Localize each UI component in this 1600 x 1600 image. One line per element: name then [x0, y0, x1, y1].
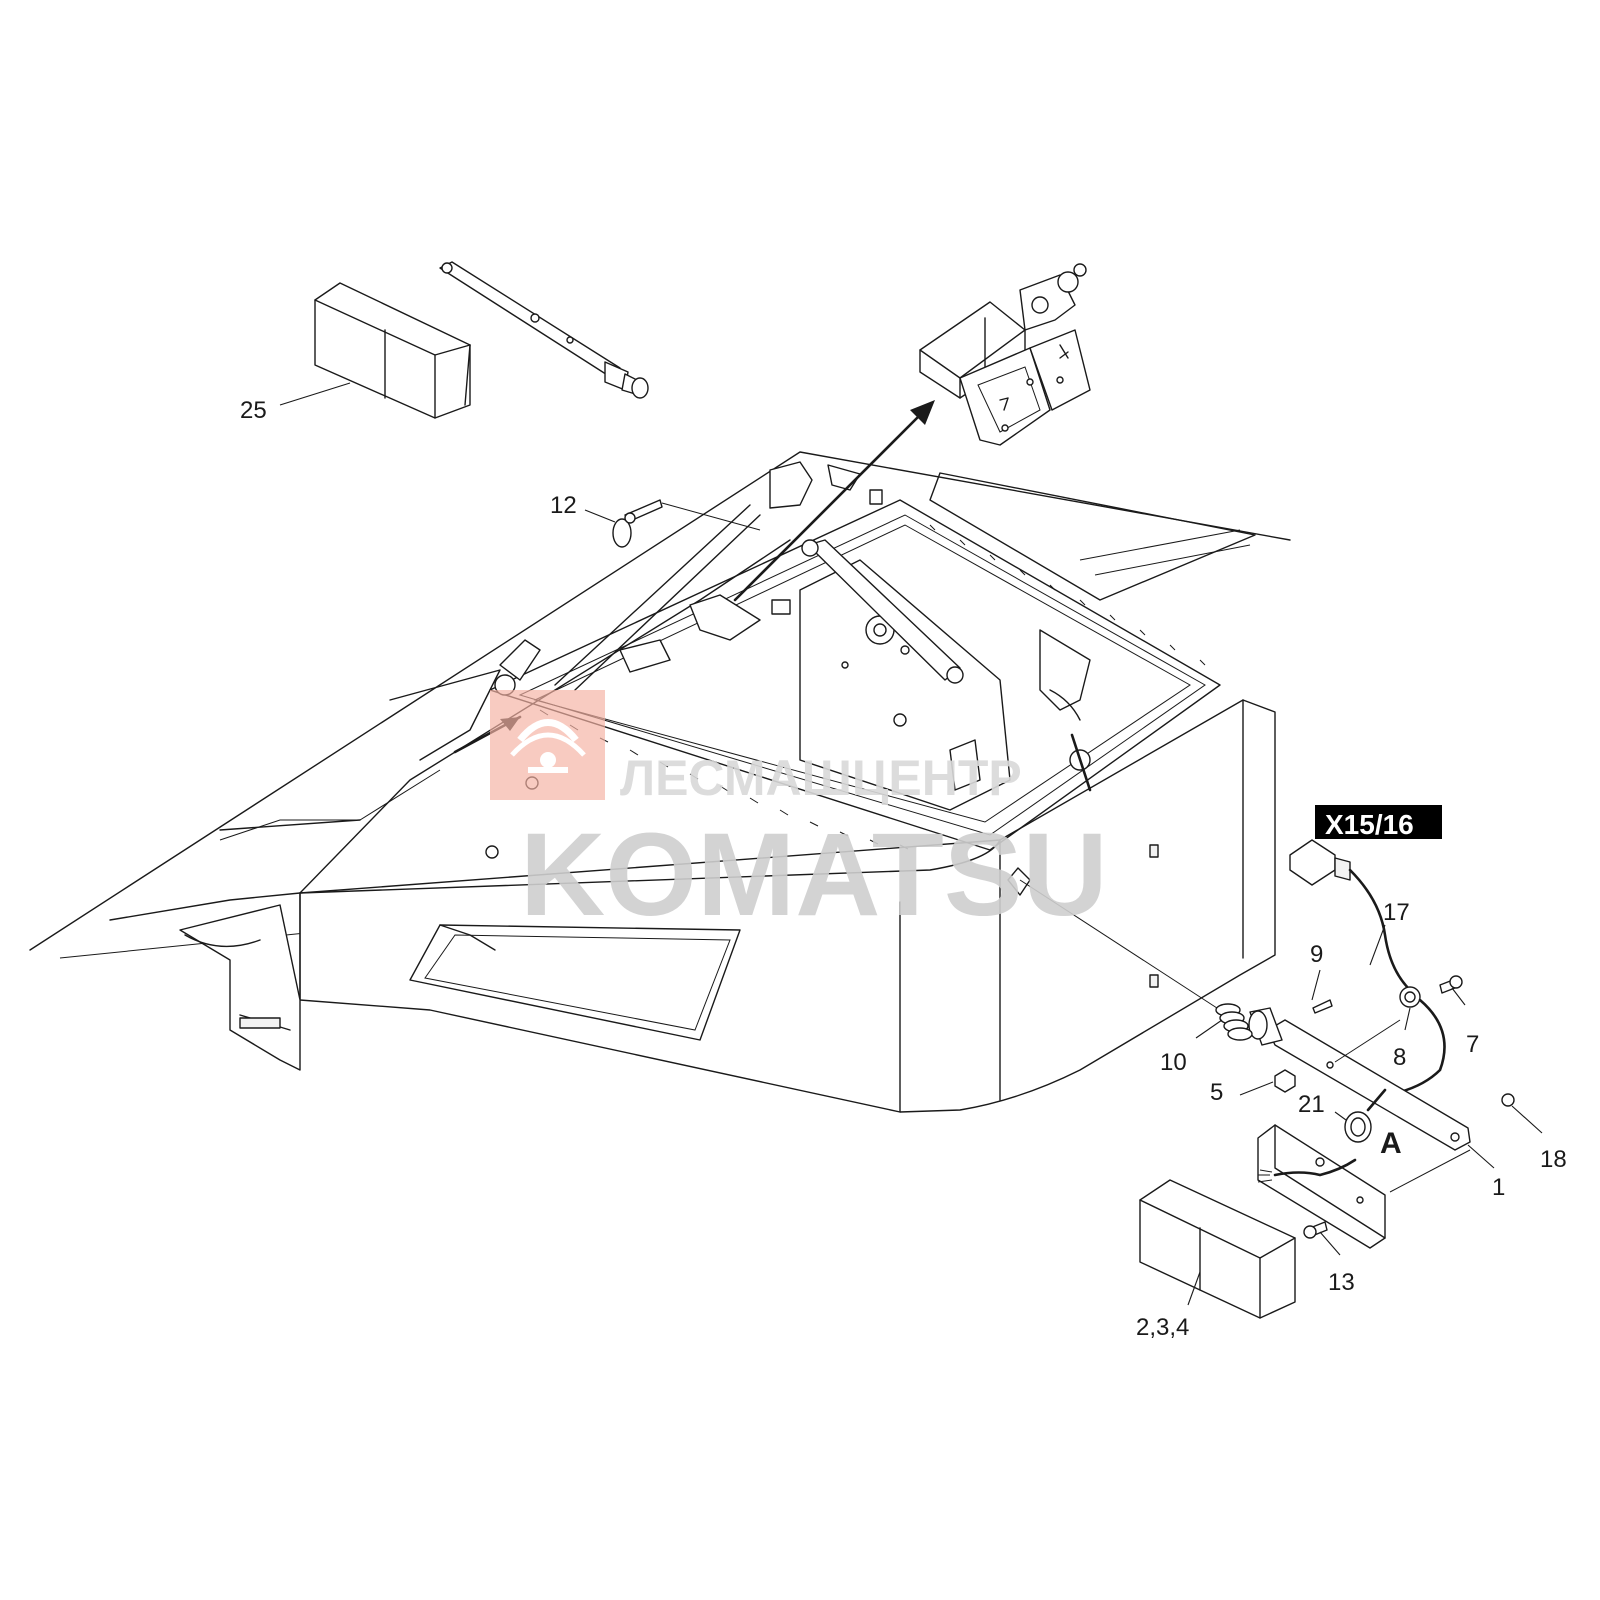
watermark-logo — [490, 690, 605, 800]
callout-2-3-4: 2,3,4 — [1136, 1314, 1189, 1341]
connector-x15-16 — [1289, 805, 1463, 1094]
support-rod — [439, 261, 649, 399]
callout-21: 21 — [1298, 1091, 1325, 1118]
detail-label-a: A — [1380, 1127, 1402, 1160]
work-lamp-2-3-4 — [1139, 1179, 1296, 1319]
callout-leaders — [279, 382, 1543, 1306]
callout-8: 8 — [1393, 1044, 1406, 1071]
callout-1: 1 — [1492, 1174, 1505, 1201]
callouts: 25 12 17 9 7 8 10 5 21 A 18 1 13 2,3,4 X… — [240, 397, 1567, 1341]
callout-9: 9 — [1310, 941, 1323, 968]
callout-10: 10 — [1160, 1049, 1187, 1076]
lock-pin-12 — [612, 499, 761, 548]
machine-body — [29, 451, 1291, 1113]
spring-10 — [1215, 1003, 1253, 1041]
watermark-company: ЛЕСМАШЦЕНТР — [620, 750, 1022, 806]
callout-7: 7 — [1466, 1031, 1479, 1058]
watermark-brand: KOMATSU — [520, 809, 1108, 941]
callout-12: 12 — [550, 492, 577, 519]
lamp-bracket-assembly — [919, 263, 1091, 446]
callout-25: 25 — [240, 397, 267, 424]
nut-5 — [1274, 1069, 1296, 1093]
callout-13: 13 — [1328, 1269, 1355, 1296]
connector-label-box — [1315, 805, 1442, 839]
work-lamp-25 — [314, 282, 471, 419]
lamp-base-plate — [1257, 1124, 1471, 1249]
watermark: ЛЕСМАШЦЕНТР KOMATSU — [490, 690, 1108, 941]
callout-5: 5 — [1210, 1079, 1223, 1106]
lamp-bracket-1 — [1215, 999, 1515, 1151]
screw-18 — [1501, 1093, 1515, 1107]
callout-17: 17 — [1383, 899, 1410, 926]
callout-18: 18 — [1540, 1146, 1567, 1173]
connector-label: X15/16 — [1325, 809, 1414, 840]
